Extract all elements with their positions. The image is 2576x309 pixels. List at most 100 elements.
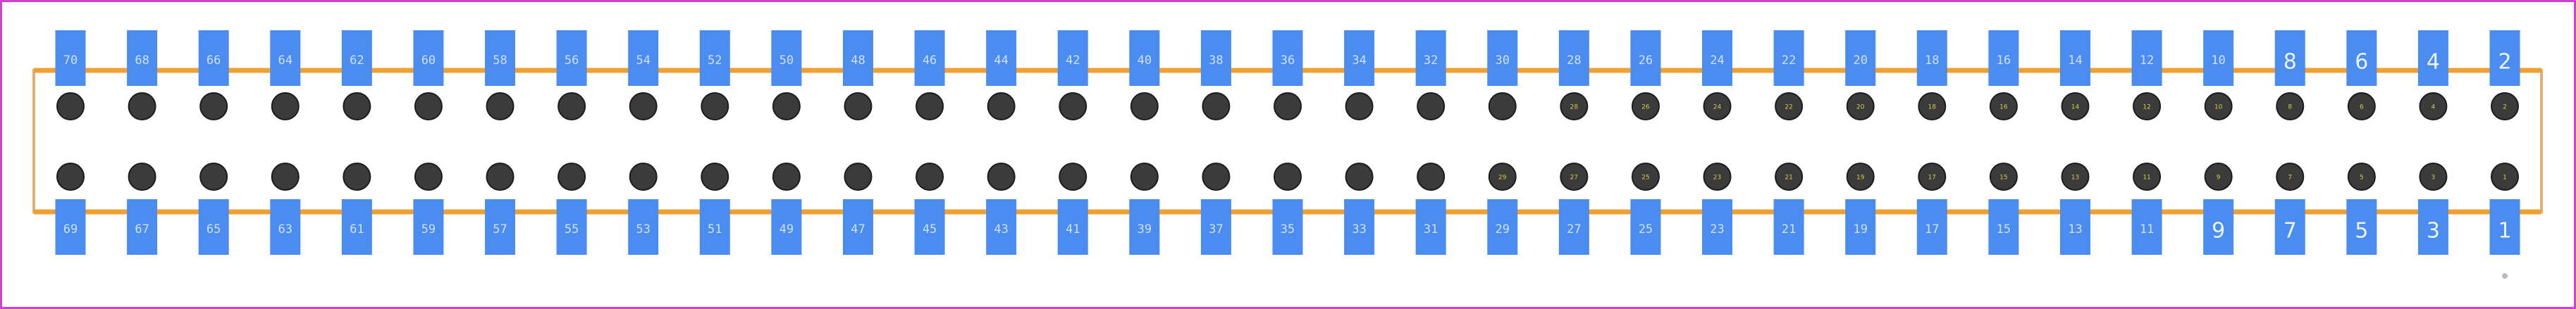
- top-row-pad-label: 28: [1567, 53, 1581, 68]
- bottom-row-pad-label: 67: [135, 222, 149, 237]
- bottom-row-hole: [1202, 163, 1231, 191]
- top-row-hole-label: 6: [2360, 104, 2364, 111]
- top-row-pad-label: 24: [1710, 53, 1724, 68]
- bottom-row-hole: [1560, 163, 1589, 191]
- bottom-row-hole-label: 13: [2071, 175, 2079, 182]
- top-row-pad-label: 18: [1925, 53, 1939, 68]
- top-row-pad-label: 48: [851, 53, 865, 68]
- top-row-pad-label: 40: [1138, 53, 1152, 68]
- bottom-row-pad: [699, 199, 730, 255]
- bottom-row-pad-label: 55: [565, 222, 579, 237]
- top-row-hole: [1631, 92, 1660, 120]
- top-row-hole: [629, 92, 658, 120]
- bottom-row-hole: [916, 163, 944, 191]
- top-row-pad: [2417, 30, 2448, 86]
- top-row-hole: [987, 92, 1016, 120]
- top-row-pad: [771, 30, 802, 86]
- top-row-pad-label: 62: [350, 53, 364, 68]
- top-row-hole: [772, 92, 801, 120]
- top-row-pad: [1200, 30, 1231, 86]
- top-row-hole: [2276, 92, 2305, 120]
- bottom-row-hole-label: 7: [2288, 175, 2292, 182]
- top-row-pad: [2131, 30, 2162, 86]
- top-row-hole: [916, 92, 944, 120]
- bottom-row-pad-label: 49: [779, 222, 794, 237]
- top-row-hole-label: 4: [2432, 104, 2436, 111]
- top-row-hole: [557, 92, 586, 120]
- bottom-row-hole: [128, 163, 156, 191]
- bottom-row-pad-label: 25: [1639, 222, 1653, 237]
- bottom-row-pad-label: 31: [1424, 222, 1438, 237]
- top-row-pad: [2059, 30, 2090, 86]
- top-row-pad-label: 34: [1352, 53, 1366, 68]
- top-row-pad-label: 14: [2068, 53, 2082, 68]
- top-row-hole: [1775, 92, 1804, 120]
- bottom-row-pad: [1558, 199, 1589, 255]
- bottom-row-pad-label: 63: [278, 222, 292, 237]
- top-row-pad-label: 60: [421, 53, 436, 68]
- top-row-pad: [270, 30, 301, 86]
- top-row-pad: [2346, 30, 2377, 86]
- bottom-row-pad-label: 35: [1281, 222, 1295, 237]
- bottom-row-pad: [2417, 199, 2448, 255]
- bottom-row-hole: [1130, 163, 1159, 191]
- top-row-hole: [1417, 92, 1446, 120]
- top-row-pad: [1630, 30, 1661, 86]
- top-row-hole: [1488, 92, 1517, 120]
- bottom-row-hole: [2276, 163, 2305, 191]
- bottom-row-hole: [486, 163, 514, 191]
- bottom-row-hole: [557, 163, 586, 191]
- bottom-row-pad: [270, 199, 301, 255]
- bottom-row-hole-label: 1: [2503, 175, 2507, 182]
- bottom-row-pad-label: 27: [1567, 222, 1581, 237]
- bottom-row-pad: [198, 199, 229, 255]
- top-row-pad: [1916, 30, 1947, 86]
- bottom-row-pad: [341, 199, 372, 255]
- bottom-row-hole: [56, 163, 85, 191]
- bottom-row-hole: [2419, 163, 2448, 191]
- bottom-row-pad: [55, 199, 86, 255]
- bottom-row-pad: [1344, 199, 1375, 255]
- top-row-pad: [1272, 30, 1303, 86]
- top-row-pad: [55, 30, 86, 86]
- top-row-hole-label: 12: [2143, 104, 2150, 111]
- top-row-hole: [1274, 92, 1302, 120]
- top-row-hole: [844, 92, 873, 120]
- bottom-row-pad: [986, 199, 1017, 255]
- top-row-pad: [1702, 30, 1733, 86]
- bottom-row-pad-label: 39: [1138, 222, 1152, 237]
- bottom-row-pad: [1200, 199, 1231, 255]
- bottom-row-hole: [629, 163, 658, 191]
- top-row-pad: [341, 30, 372, 86]
- bottom-row-hole: [987, 163, 1016, 191]
- top-row-pad: [413, 30, 444, 86]
- bottom-row-pad: [413, 199, 444, 255]
- bottom-row-pad: [556, 199, 587, 255]
- bottom-row-pad-label: 41: [1066, 222, 1080, 237]
- top-row-pad-label: 32: [1424, 53, 1438, 68]
- top-row-pad-label: 56: [565, 53, 579, 68]
- top-row-pad-label: 44: [994, 53, 1008, 68]
- top-row-pad-label: 68: [135, 53, 149, 68]
- top-row-pad-label: 20: [1853, 53, 1867, 68]
- bottom-row-hole-label: 3: [2432, 175, 2436, 182]
- top-row-hole: [2491, 92, 2519, 120]
- bottom-row-pad: [842, 199, 873, 255]
- bottom-row-pad-label: 21: [1782, 222, 1796, 237]
- top-row-hole: [271, 92, 300, 120]
- top-row-hole: [1059, 92, 1087, 120]
- bottom-row-hole-label: 19: [1856, 175, 1865, 182]
- top-row-pad: [1057, 30, 1088, 86]
- bottom-row-pad-label: 1: [2498, 219, 2511, 244]
- bottom-row-hole: [343, 163, 371, 191]
- bottom-row-pad-label: 5: [2355, 219, 2368, 244]
- bottom-row-pad-label: 15: [1997, 222, 2011, 237]
- top-row-pad: [2274, 30, 2305, 86]
- top-row-pad-label: 46: [923, 53, 937, 68]
- top-row-hole: [2061, 92, 2090, 120]
- top-row-pad: [842, 30, 873, 86]
- bottom-row-hole: [271, 163, 300, 191]
- top-row-hole-label: 16: [1999, 104, 2008, 111]
- bottom-row-pad-label: 59: [421, 222, 436, 237]
